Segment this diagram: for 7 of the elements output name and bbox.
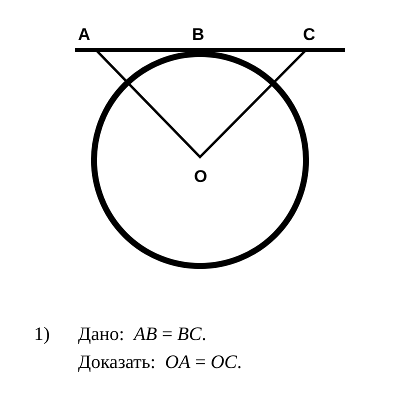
problem-statement: Доказать: OA = OC. — [78, 353, 242, 372]
problem-statement: Дано: AB = BC. — [78, 325, 206, 344]
point-label: B — [192, 26, 204, 43]
problem-number: 1) — [34, 325, 50, 344]
point-label: C — [303, 26, 316, 43]
point-label: A — [78, 26, 90, 43]
point-label: O — [194, 168, 208, 185]
